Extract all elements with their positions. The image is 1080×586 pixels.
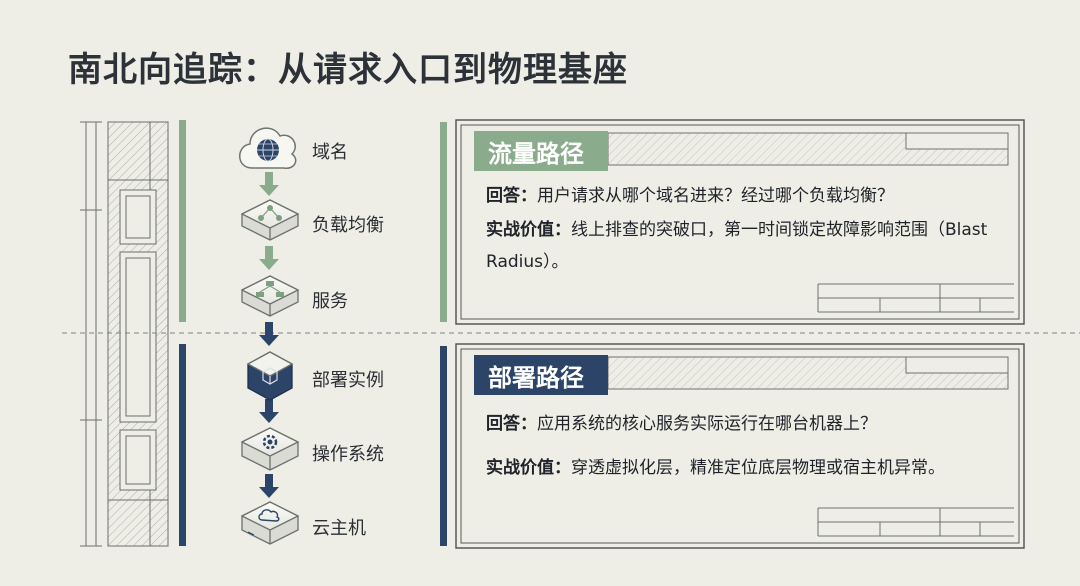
traffic-value: 实战价值：线上排查的突破口，第一时间锁定故障影响范围（Blast Radius）…: [486, 214, 996, 278]
traffic-panel-accent-bar: [440, 122, 447, 322]
arrow-navy: [259, 399, 279, 423]
deploy-answer: 回答：应用系统的核心服务实际运行在哪台机器上？: [486, 408, 1006, 440]
traffic-value-text: 线上排查的突破口，第一时间锁定故障影响范围（Blast Radius）。: [486, 220, 988, 272]
traffic-answer-label: 回答：: [486, 186, 537, 206]
cloud-globe-icon: [239, 127, 297, 169]
deploy-accent-bar: [179, 344, 186, 546]
arrow-navy: [259, 474, 279, 498]
traffic-value-label: 实战价值：: [486, 220, 571, 240]
traffic-path-heading: 流量路径: [474, 131, 608, 171]
deploy-panel-frame: [455, 343, 1025, 549]
cloud-server-icon: [240, 501, 300, 545]
deploy-answer-text: 应用系统的核心服务实际运行在哪台机器上？: [537, 414, 877, 434]
node-label-cloud-host: 云主机: [312, 518, 366, 539]
deploy-value: 实战价值：穿透虚拟化层，精准定位底层物理或宿主机异常。: [486, 452, 1016, 484]
traffic-panel-frame: [455, 119, 1025, 325]
deploy-panel-accent-bar: [440, 346, 447, 546]
arrow-green: [259, 172, 279, 196]
load-balancer-icon: [240, 199, 300, 241]
node-label-service: 服务: [312, 291, 348, 312]
service-icon: [240, 275, 300, 317]
deploy-path-heading: 部署路径: [474, 355, 608, 395]
deploy-value-label: 实战价值：: [486, 458, 571, 478]
node-label-deploy-instance: 部署实例: [312, 370, 384, 391]
arrow-green: [259, 246, 279, 270]
gear-icon: [240, 427, 300, 471]
node-label-domain: 域名: [312, 142, 348, 163]
flow-arrows: [259, 172, 279, 498]
blueprint-column-drawing: [80, 121, 169, 547]
traffic-answer: 回答：用户请求从哪个域名进来？经过哪个负载均衡？: [486, 180, 1006, 212]
page-title: 南北向追踪：从请求入口到物理基座: [68, 50, 628, 90]
deploy-value-text: 穿透虚拟化层，精准定位底层物理或宿主机异常。: [571, 458, 945, 478]
deploy-answer-label: 回答：: [486, 414, 537, 434]
node-label-os: 操作系统: [312, 444, 384, 465]
node-label-load-balancer: 负载均衡: [312, 215, 384, 236]
traffic-accent-bar: [179, 120, 186, 322]
traffic-answer-text: 用户请求从哪个域名进来？经过哪个负载均衡？: [537, 186, 894, 206]
arrow-navy: [259, 322, 279, 346]
cube-icon: [246, 351, 294, 401]
